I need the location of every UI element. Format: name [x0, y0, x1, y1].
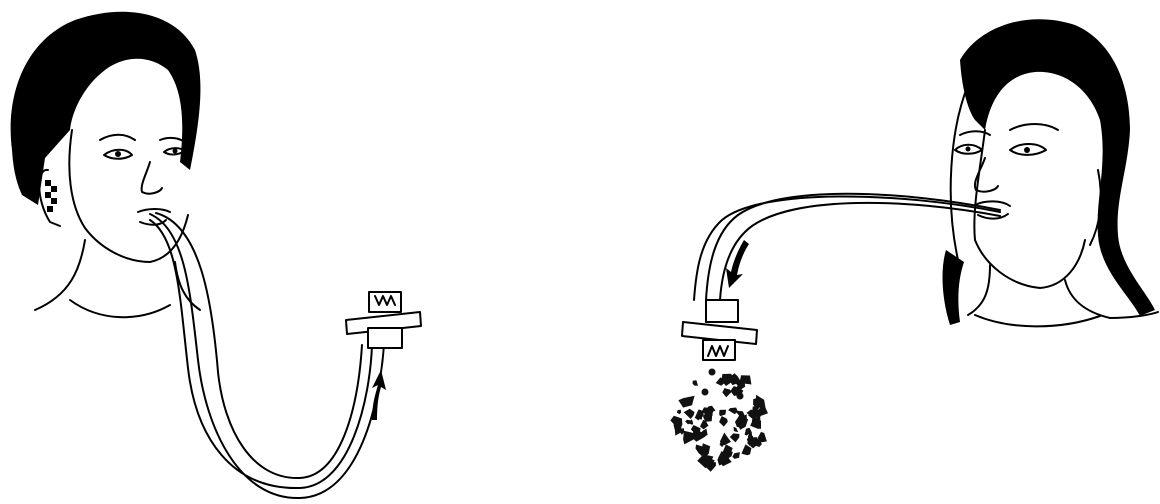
- left-nose: [142, 162, 162, 194]
- particle: [693, 380, 698, 386]
- particle: [737, 393, 744, 400]
- right-panel: [682, 19, 1158, 360]
- particle: [728, 408, 738, 415]
- particle: [719, 410, 726, 417]
- particle: [741, 444, 751, 455]
- left-hair: [11, 12, 201, 205]
- particle: [678, 396, 694, 408]
- particle: [732, 452, 740, 459]
- left-eyebrow: [100, 135, 135, 140]
- left-tube: [150, 213, 384, 498]
- left-panel: [11, 12, 421, 498]
- particle: [703, 412, 712, 421]
- particle: [719, 416, 728, 427]
- right-flow-arrow: [726, 240, 749, 288]
- left-lips: [138, 209, 170, 212]
- particle: [723, 377, 730, 384]
- particle: [750, 420, 761, 429]
- particle: [702, 389, 709, 396]
- right-nose: [975, 158, 998, 192]
- left-mouthpiece: [346, 292, 421, 348]
- left-ear: [39, 170, 60, 226]
- particle: [677, 410, 681, 414]
- particle: [722, 388, 731, 397]
- left-flow-arrow: [372, 370, 386, 420]
- right-eyebrow: [1010, 124, 1058, 130]
- particle: [695, 409, 704, 420]
- particle: [709, 369, 716, 376]
- right-mouthpiece: [682, 300, 757, 360]
- particle: [734, 427, 739, 432]
- right-hair-strand: [943, 250, 964, 325]
- particle: [730, 433, 740, 442]
- particle: [684, 409, 695, 419]
- expelled-particles: [670, 369, 768, 472]
- left-neck: [35, 240, 85, 310]
